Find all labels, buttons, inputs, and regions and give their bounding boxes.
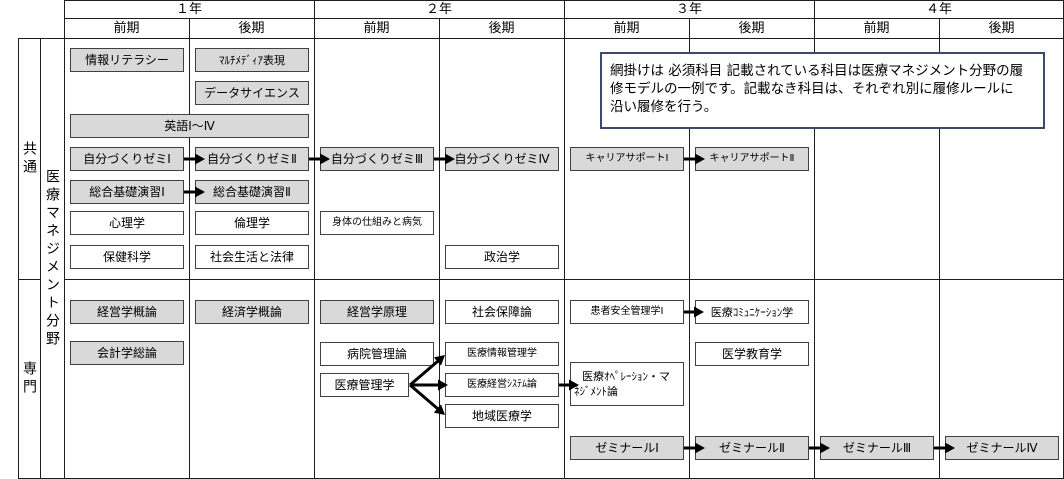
course-career-support-1: キャリアサポートⅠ (570, 147, 684, 171)
course-patient-safety-1: 患者安全管理学Ⅰ (570, 300, 684, 324)
course-self-seminar-1: 自分づくりゼミⅠ (70, 147, 184, 171)
course-medical-business-systems: 医療経営ｼｽﾃﾑ論 (445, 373, 559, 397)
category-specialized-cell: 専門 (18, 279, 40, 479)
course-data-science: データサイエンス (195, 81, 309, 105)
course-self-seminar-2: 自分づくりゼミⅡ (195, 147, 309, 171)
semester-header: 後期 (488, 20, 515, 36)
course-social-security: 社会保障論 (445, 300, 559, 324)
course-medical-communication: 医療ｺﾐｭﾆｹｰｼｮﾝ学 (695, 300, 809, 324)
course-medical-education: 医学教育学 (695, 342, 809, 366)
course-business-principles: 経営学原理 (320, 300, 434, 324)
course-self-seminar-3: 自分づくりゼミⅢ (320, 147, 434, 171)
semester-header: 前期 (613, 20, 640, 36)
semester-header: 後期 (238, 20, 265, 36)
course-multimedia: ﾏﾙﾁﾒﾃﾞｨｱ表現 (195, 48, 309, 72)
semester-header: 前期 (113, 20, 140, 36)
semester-header: 前期 (863, 20, 890, 36)
course-english: 英語Ⅰ～Ⅳ (70, 114, 309, 138)
course-career-support-2: キャリアサポートⅡ (695, 147, 809, 171)
course-info-literacy: 情報リテラシー (70, 48, 184, 72)
year-header-4: ４年 (925, 1, 952, 17)
course-community-medicine: 地域医療学 (445, 404, 559, 428)
field-cell: 医療マネジメント分野 (40, 38, 64, 479)
course-self-seminar-4: 自分づくりゼミⅣ (445, 147, 559, 171)
category-specialized-label: 専門 (21, 361, 37, 397)
category-common-label: 共通 (21, 140, 37, 177)
course-health-science: 保健科学 (70, 245, 184, 269)
course-seminar-1: ゼミナールⅠ (570, 436, 684, 460)
course-basic-practice-1: 総合基礎演習Ⅰ (70, 180, 184, 204)
note-line: 沿い履修を行う。 (610, 99, 718, 115)
course-seminar-2: ゼミナールⅡ (695, 436, 809, 460)
course-psychology: 心理学 (70, 211, 184, 235)
semester-header: 前期 (363, 20, 390, 36)
course-accounting: 会計学総論 (70, 341, 184, 365)
course-ethics: 倫理学 (195, 211, 309, 235)
year-header-1: １年 (175, 1, 202, 17)
course-line: ﾈｼﾞﾒﾝﾄ論 (574, 385, 618, 398)
note-box: 網掛けは 必須科目 記載されている科目は医療マネジメント分野の履 修モデルの一例… (600, 52, 1045, 129)
course-medical-management: 医療管理学 (320, 373, 409, 397)
course-body-disease: 身体の仕組みと病気 (320, 211, 434, 235)
note-line: 網掛けは 必須科目 記載されている科目は医療マネジメント分野の履 (610, 63, 1024, 79)
year-header-3: ３年 (675, 1, 702, 17)
course-medical-info-management: 医療情報管理学 (445, 342, 559, 366)
course-economics-intro: 経済学概論 (195, 300, 309, 324)
category-common-cell: 共通 (18, 38, 40, 279)
course-social-life-law: 社会生活と法律 (195, 245, 309, 269)
course-medical-operations: 医療ｵﾍﾟﾚｰｼｮﾝ・マ ﾈｼﾞﾒﾝﾄ論 (570, 362, 684, 406)
semester-header: 後期 (988, 20, 1015, 36)
course-basic-practice-2: 総合基礎演習Ⅱ (195, 180, 309, 204)
course-seminar-3: ゼミナールⅢ (820, 436, 934, 460)
course-business-admin-intro: 経営学概論 (70, 300, 184, 324)
course-hospital-management: 病院管理論 (320, 342, 434, 366)
field-label: 医療マネジメント分野 (44, 168, 60, 349)
year-header-2: ２年 (425, 1, 452, 17)
course-politics: 政治学 (445, 245, 559, 269)
note-line: 修モデルの一例です。記載なき科目は、それぞれ別に履修ルールに (610, 81, 1014, 97)
course-seminar-4: ゼミナールⅣ (945, 436, 1059, 460)
semester-header: 後期 (738, 20, 765, 36)
course-line: 医療ｵﾍﾟﾚｰｼｮﾝ・マ (582, 370, 670, 383)
